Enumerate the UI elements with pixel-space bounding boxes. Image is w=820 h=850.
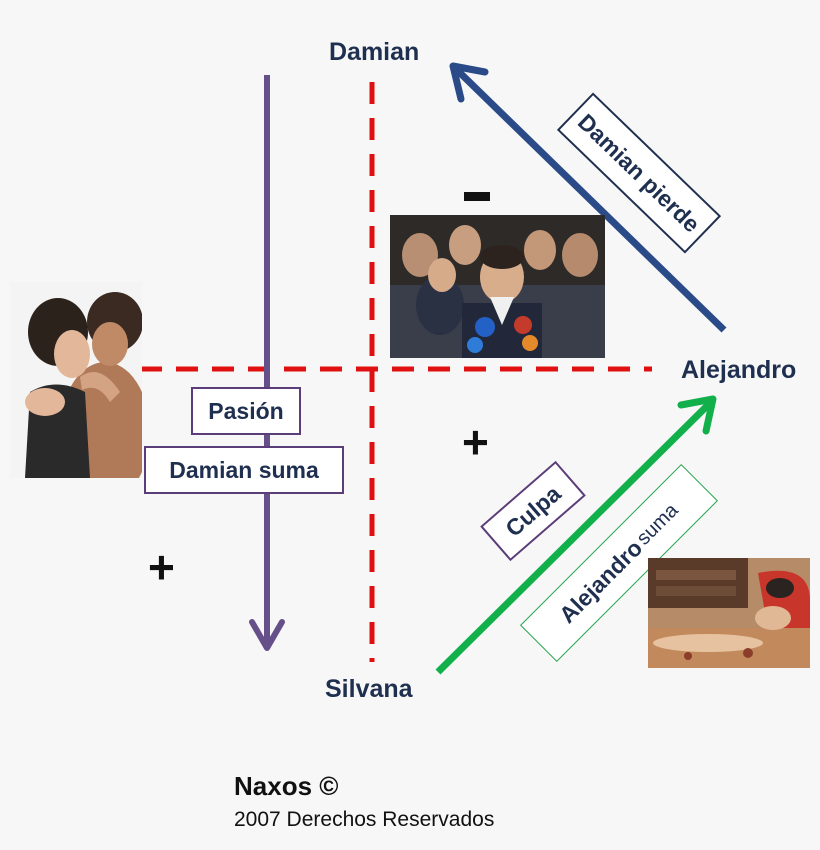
minus-glyph [464,192,490,201]
photo-woman-lying [648,558,810,668]
label-damian-suma: Damian suma [144,446,344,494]
blue-arrow-shaft [452,65,727,333]
plus-sign-center: + [462,416,489,468]
photo-couple [10,282,142,478]
footer-title: Naxos © [234,771,339,801]
node-alejandro: Alejandro [681,356,797,384]
node-damian: Damian [329,38,420,66]
green-arrow-head [677,395,717,435]
label-pasion: Pasión [191,387,301,435]
couple-image [10,282,142,478]
footer-subtitle: 2007 Derechos Reservados [234,808,495,831]
minus-sign: - [464,165,492,211]
woman-lying-image [648,558,810,668]
blue-arrow-head [449,62,489,103]
purple-arrow-head [249,619,285,651]
label-alejandro-suma-light: suma [632,499,683,550]
green-arrow-shaft [435,399,714,675]
plus-sign-left: + [148,541,175,593]
node-silvana: Silvana [325,675,413,703]
celebration-image [390,215,605,358]
photo-celebration [390,215,605,358]
